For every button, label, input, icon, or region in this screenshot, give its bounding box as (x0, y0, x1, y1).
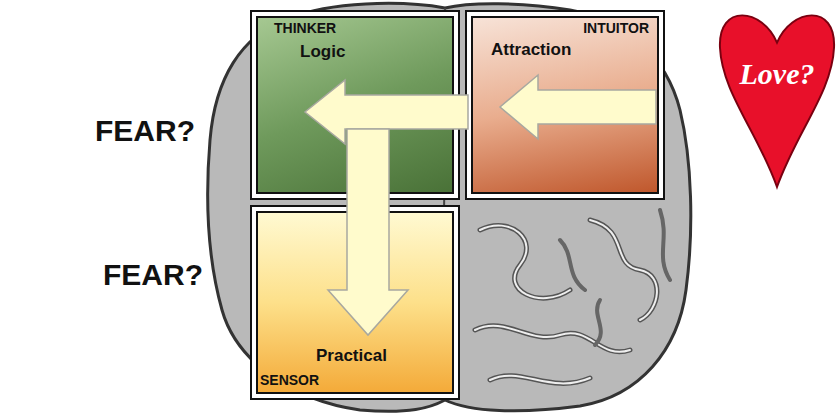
quadrant-trait: Logic (300, 42, 345, 62)
quadrant-trait: Attraction (491, 40, 571, 60)
heart-outline (720, 15, 834, 187)
quadrant-type: INTUITOR (583, 20, 649, 36)
fear-label: FEAR? (103, 258, 203, 292)
quadrant-type: SENSOR (260, 372, 319, 388)
block-arrow (328, 129, 408, 335)
brain-folds (475, 210, 670, 383)
love-heart: Love? (718, 3, 836, 191)
quadrant-type: THINKER (274, 20, 336, 36)
quadrant-trait: Practical (316, 346, 387, 366)
heart-text: Love? (740, 57, 815, 91)
block-arrow (500, 75, 656, 139)
heart-shape (718, 3, 836, 191)
fear-label: FEAR? (95, 114, 195, 148)
brain-outline (208, 3, 691, 411)
